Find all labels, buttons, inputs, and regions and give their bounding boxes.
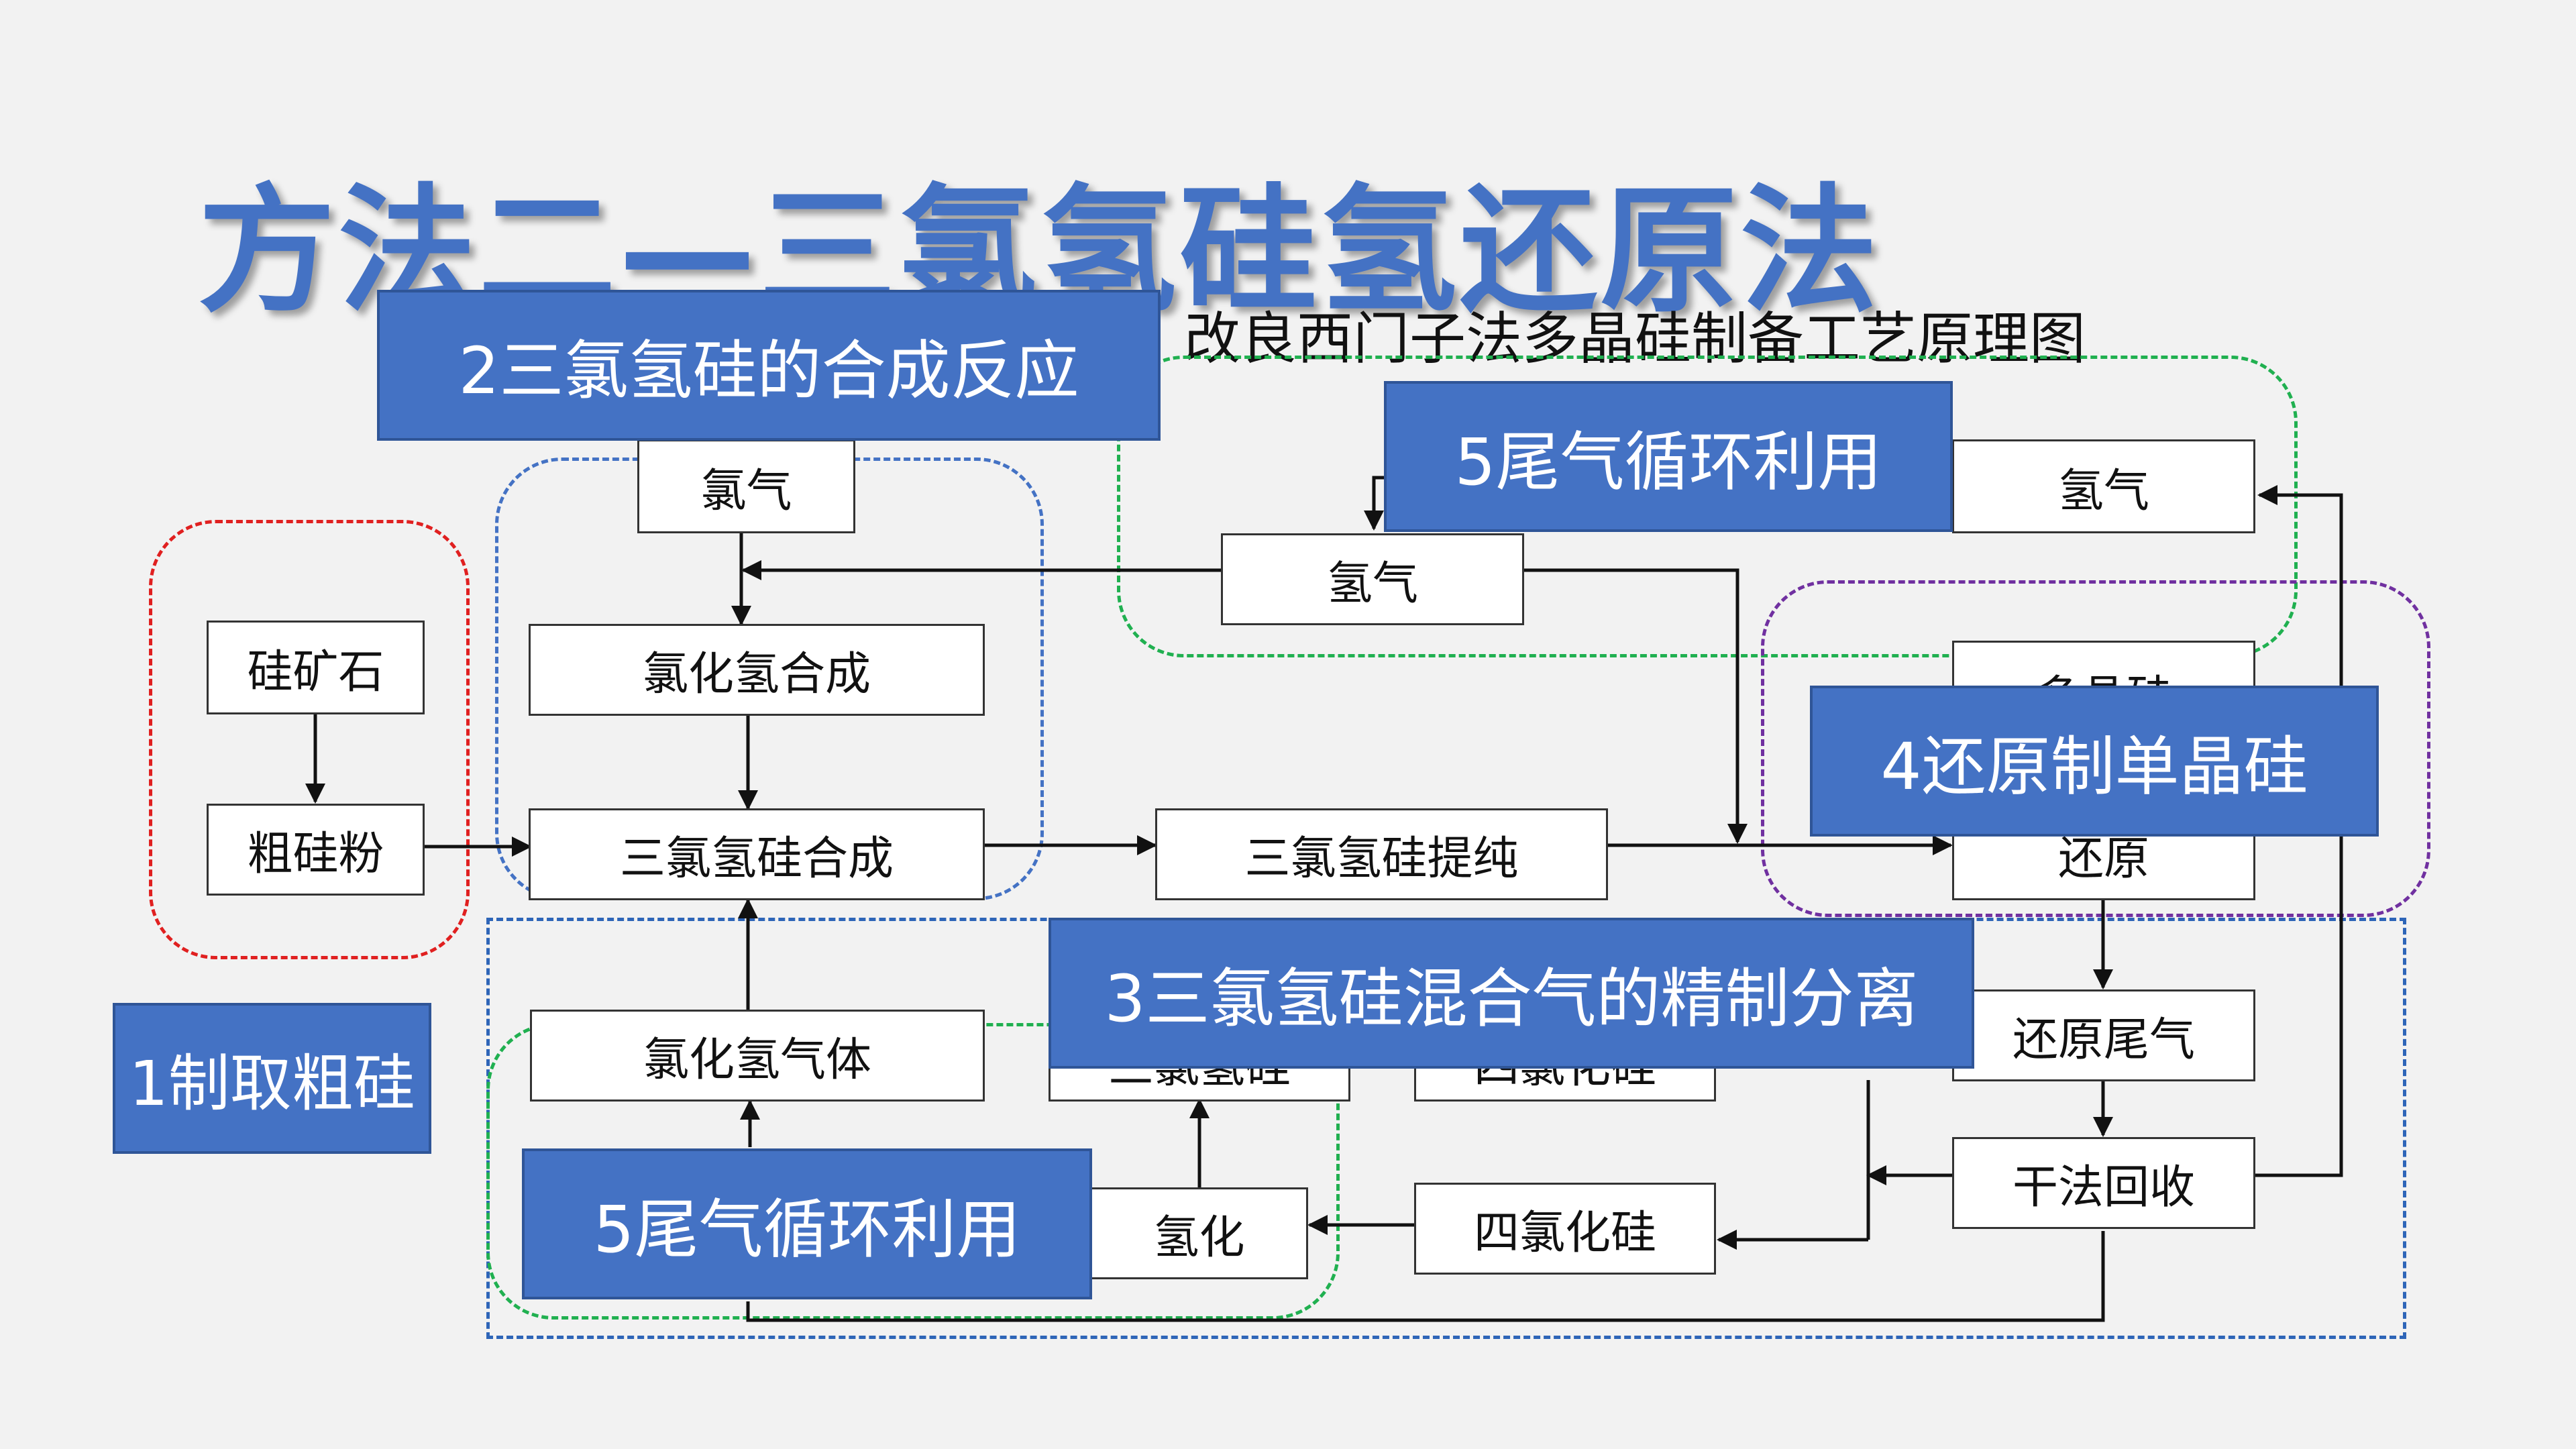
reduction-tail-gas-box: 还原尾气	[1952, 989, 2255, 1081]
hydrogenation-box: 氢化	[1090, 1187, 1308, 1279]
arrow-hydrogen-to-reduction	[1523, 568, 1748, 844]
step-banner-1: 1制取粗硅	[113, 1003, 431, 1154]
step-banner-5-bottom: 5尾气循环利用	[522, 1148, 1092, 1299]
step-banner-2: 2三氯氢硅的合成反应	[377, 290, 1161, 441]
hcl-synthesis-box: 氯化氢合成	[529, 624, 985, 716]
line-bottom-return	[746, 1231, 2105, 1322]
hydrogen-top-box: 氢气	[1952, 439, 2255, 533]
silicon-tetrachloride-box: 四氯化硅	[1414, 1183, 1716, 1275]
hydrogen-mid-box: 氢气	[1221, 533, 1524, 625]
chlorine-box: 氯气	[637, 439, 855, 533]
step-banner-5-top: 5尾气循环利用	[1384, 381, 1953, 532]
crude-silicon-powder-box: 粗硅粉	[207, 804, 425, 896]
hcl-gas-box: 氯化氢气体	[530, 1010, 985, 1102]
step-banner-3: 3三氯氢硅混合气的精制分离	[1049, 918, 1974, 1069]
group-tail-gas-top	[1117, 356, 2298, 657]
step-banner-4: 4还原制单晶硅	[1810, 686, 2379, 837]
silicon-ore-box: 硅矿石	[207, 621, 425, 714]
group-reduction	[1761, 580, 2430, 917]
dry-recovery-box: 干法回收	[1952, 1137, 2255, 1229]
group-crude-silicon	[149, 520, 470, 959]
arrow-hydrogen-drop	[1364, 476, 1384, 531]
tcs-purification-box: 三氯氢硅提纯	[1155, 808, 1608, 900]
diagram-subtitle: 改良西门子法多晶硅制备工艺原理图	[1184, 306, 2086, 372]
tcs-synthesis-box: 三氯氢硅合成	[529, 808, 985, 900]
